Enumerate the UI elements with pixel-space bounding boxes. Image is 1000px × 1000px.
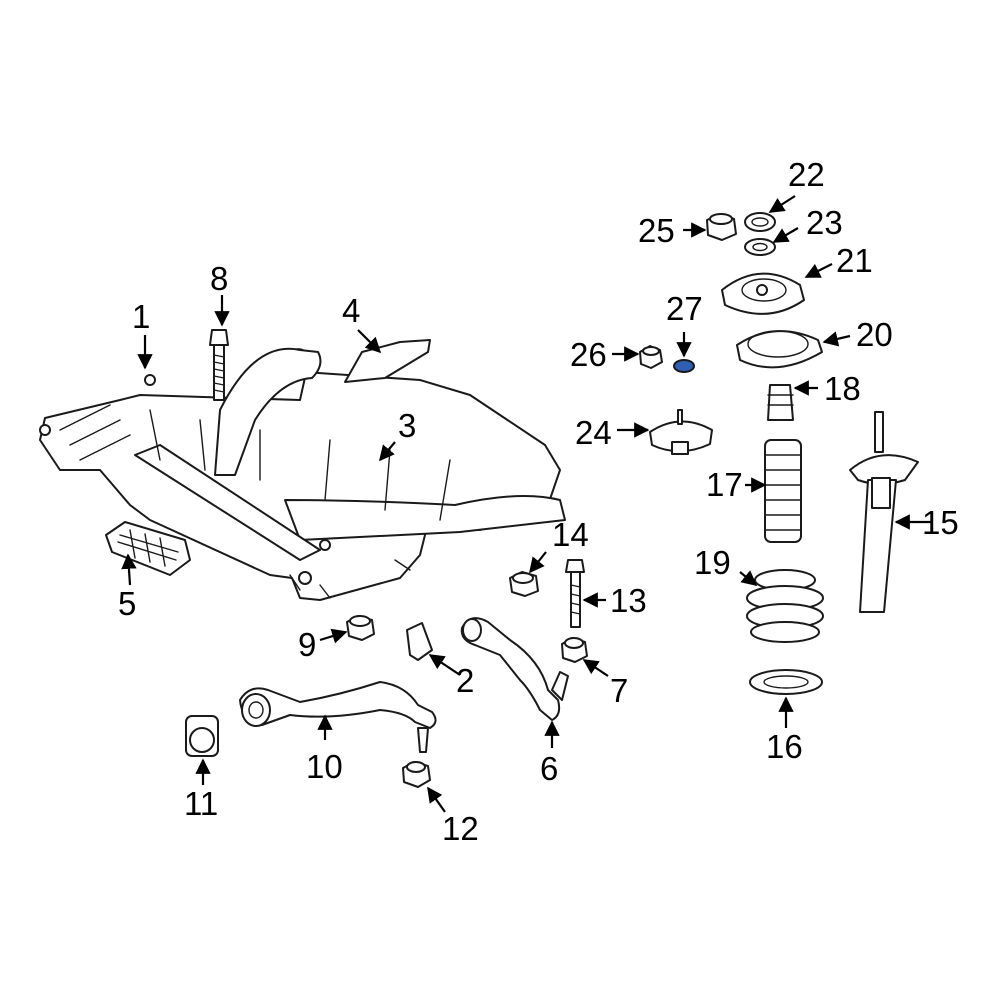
callout-16[interactable]: 16: [766, 728, 803, 765]
skid-plate: [105, 521, 191, 576]
callout-12[interactable]: 12: [442, 810, 479, 847]
callout-10[interactable]: 10: [306, 748, 343, 785]
bolt-13: [565, 559, 585, 628]
callout-26[interactable]: 26: [570, 336, 607, 373]
callout-18[interactable]: 18: [824, 370, 861, 407]
dust-boot-17: [764, 439, 802, 543]
control-arm-6: [460, 617, 569, 721]
nut-14: [509, 571, 539, 597]
callout-1[interactable]: 1: [132, 298, 150, 335]
control-arm-10: [239, 681, 437, 753]
callout-25[interactable]: 25: [638, 212, 675, 249]
callout-3[interactable]: 3: [398, 407, 416, 444]
callout-9[interactable]: 9: [298, 626, 316, 663]
highlighted-cap-27[interactable]: [673, 359, 695, 373]
heat-shield: [344, 339, 431, 383]
callout-15[interactable]: 15: [922, 504, 959, 541]
callout-23[interactable]: 23: [806, 204, 843, 241]
callout-6[interactable]: 6: [540, 750, 558, 787]
callout-2[interactable]: 2: [456, 662, 474, 699]
bolt-8: [209, 329, 229, 401]
washer-23: [744, 238, 776, 256]
callout-14[interactable]: 14: [552, 516, 589, 553]
callout-4[interactable]: 4: [342, 292, 360, 329]
callout-13[interactable]: 13: [610, 582, 647, 619]
strut-15: [849, 411, 919, 613]
coil-spring-19: [746, 569, 824, 643]
callout-20[interactable]: 20: [856, 316, 893, 353]
callout-11[interactable]: 11: [184, 785, 218, 822]
callout-19[interactable]: 19: [694, 544, 731, 581]
nut-26: [639, 345, 663, 369]
callout-17[interactable]: 17: [706, 466, 743, 503]
callout-numbers: 1 2 3 4 5 6 7 8 9 10 11 12 13 14 15 16 1…: [118, 156, 959, 847]
nut-12: [402, 761, 431, 788]
nut-25: [706, 213, 737, 241]
leader-lines: [121, 195, 932, 813]
nut-7: [561, 637, 588, 663]
callout-21[interactable]: 21: [836, 242, 873, 279]
nut-9: [346, 615, 375, 641]
bushing-cap: [406, 622, 433, 661]
upper-mount-24: [649, 409, 713, 455]
strut-mount-21: [721, 272, 805, 315]
callout-24[interactable]: 24: [575, 414, 612, 451]
spring-pad-16: [749, 669, 823, 695]
callout-8[interactable]: 8: [210, 260, 228, 297]
spring-seat-20: [736, 330, 823, 369]
subframe-crossmember: [39, 347, 566, 601]
washer-22: [744, 212, 776, 232]
bushing-11: [185, 715, 219, 757]
callout-5[interactable]: 5: [118, 585, 136, 622]
callout-27[interactable]: 27: [666, 290, 703, 327]
callout-22[interactable]: 22: [788, 156, 825, 193]
bump-stop-18: [767, 384, 794, 421]
callout-7[interactable]: 7: [610, 672, 628, 709]
